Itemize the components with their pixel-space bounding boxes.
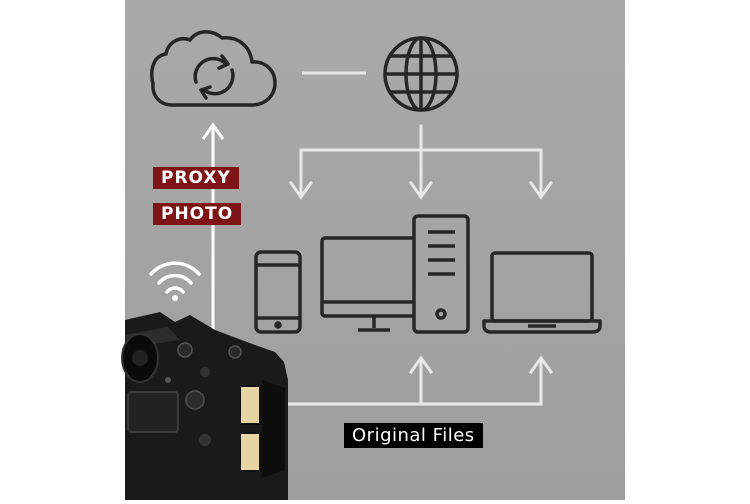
original-files-label: Original Files <box>344 423 483 448</box>
sd-card-slot-2 <box>240 432 262 472</box>
pc-tower-icon <box>412 214 470 334</box>
original-files-arrows <box>253 355 554 406</box>
camera-icon <box>121 312 288 500</box>
cloud-sync-icon <box>150 30 277 107</box>
laptop-icon <box>482 251 602 334</box>
globe-icon <box>383 36 459 112</box>
distribution-arrows <box>288 124 554 200</box>
photo-label: PHOTO <box>153 203 242 225</box>
proxy-label: PROXY <box>153 167 239 189</box>
smartphone-icon <box>254 250 302 334</box>
wifi-icon <box>149 261 201 301</box>
sd-card-slot-1 <box>240 385 262 425</box>
